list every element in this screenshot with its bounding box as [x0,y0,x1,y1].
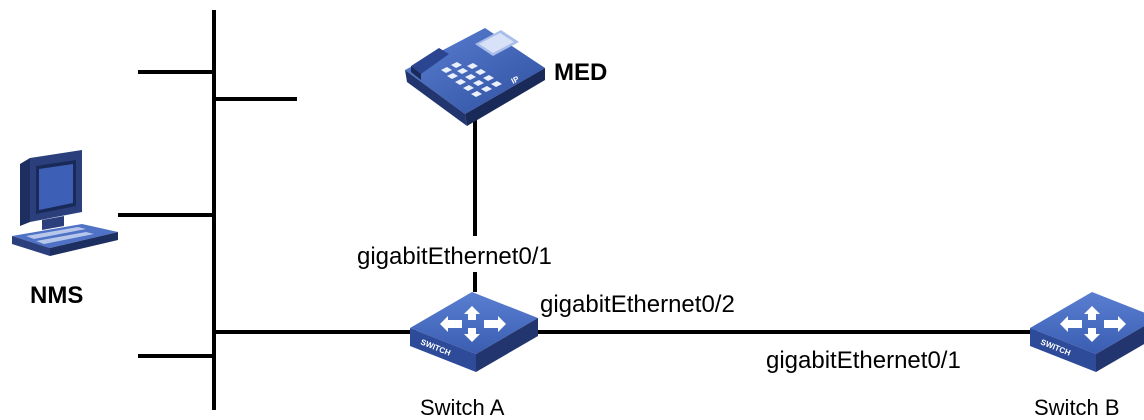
phone-badge: IP [510,74,521,86]
switch-b-icon: SWITCH [1030,292,1144,372]
port-label-switch-a-b: gigabitEthernet0/2 [540,291,735,318]
switch-a-label: Switch A [420,395,505,420]
nms-label: NMS [30,282,83,309]
ip-phone-icon: IP [405,28,545,126]
backbone-bus [118,10,1036,410]
port-label-switch-a-med: gigabitEthernet0/1 [357,243,552,270]
switch-a-icon: SWITCH [410,292,538,372]
computer-icon [12,150,118,256]
port-label-switch-b-a: gigabitEthernet0/1 [766,347,961,374]
switch-b-label: Switch B [1034,395,1120,420]
med-label: MED [554,59,607,86]
